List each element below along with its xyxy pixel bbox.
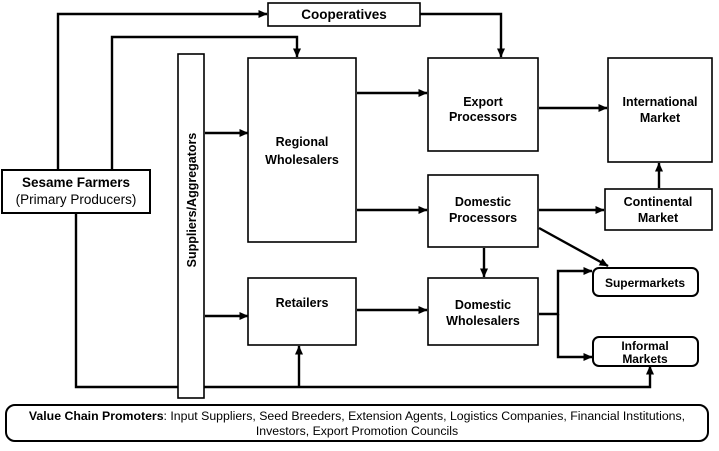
node-retailers: Retailers	[247, 277, 357, 346]
value-chain-promoters-box: Value Chain Promoters: Input Suppliers, …	[5, 404, 709, 442]
continental-market-label-2: Market	[638, 211, 679, 225]
domestic-processors-label-2: Processors	[449, 211, 517, 225]
promoters-heading: Value Chain Promoters	[28, 409, 164, 423]
node-regional-wholesalers: Regional Wholesalers	[247, 57, 357, 243]
informal-markets-label-1: Informal	[621, 339, 668, 353]
node-international-market: International Market	[607, 57, 713, 163]
promoters-line-2: Investors, Export Promotion Councils	[255, 424, 459, 438]
continental-market-label-1: Continental	[624, 195, 693, 209]
edge-domestic-processors-to-supermarkets	[538, 226, 609, 268]
regional-wholesalers-label-1: Regional	[276, 135, 329, 149]
suppliers-aggregators-label: Suppliers/Aggregators	[185, 133, 199, 268]
sesame-farmers-label: Sesame Farmers	[22, 175, 130, 190]
international-market-label-2: Market	[640, 111, 681, 125]
export-processors-label-1: Export	[463, 95, 503, 109]
international-market-label-1: International	[622, 95, 697, 109]
node-supermarkets: Supermarkets	[592, 267, 699, 297]
edge-cooperatives-to-export-processors	[420, 12, 505, 58]
node-domestic-wholesalers: Domestic Wholesalers	[427, 277, 539, 346]
node-suppliers-aggregators: Suppliers/Aggregators	[177, 53, 205, 399]
edge-farmers-to-informal-markets	[74, 213, 654, 389]
edges	[56, 10, 663, 389]
retailers-label: Retailers	[276, 296, 329, 310]
promoters-line-1: Value Chain Promoters: Input Suppliers, …	[7, 409, 707, 424]
node-continental-market: Continental Market	[604, 188, 713, 231]
domestic-wholesalers-label-1: Domestic	[455, 298, 511, 312]
domestic-processors-label-1: Domestic	[455, 195, 511, 209]
supermarkets-label: Supermarkets	[605, 276, 685, 290]
edge-domestic-wholesalers-to-informal-markets	[556, 314, 593, 361]
edge-farmers-to-cooperatives	[56, 10, 268, 170]
node-export-processors: Export Processors	[427, 57, 539, 152]
promoters-list-1: : Input Suppliers, Seed Breeders, Extens…	[163, 409, 686, 423]
value-chain-diagram: Cooperatives Sesame Farmers (Primary Pro…	[1, 2, 713, 399]
regional-wholesalers-label-2: Wholesalers	[265, 153, 339, 167]
edge-farmers-to-regional-wholesalers	[110, 35, 301, 170]
domestic-wholesalers-label-2: Wholesalers	[446, 314, 520, 328]
cooperatives-label: Cooperatives	[301, 7, 387, 22]
node-cooperatives: Cooperatives	[267, 2, 421, 27]
edge-domestic-wholesalers-to-supermarkets	[539, 267, 593, 316]
node-sesame-farmers: Sesame Farmers (Primary Producers)	[1, 169, 151, 214]
node-domestic-processors: Domestic Processors	[427, 174, 539, 248]
export-processors-label-2: Processors	[449, 110, 517, 124]
node-informal-markets: Informal Markets	[592, 336, 699, 367]
informal-markets-label-2: Markets	[622, 352, 668, 366]
primary-producers-label: (Primary Producers)	[16, 192, 137, 207]
